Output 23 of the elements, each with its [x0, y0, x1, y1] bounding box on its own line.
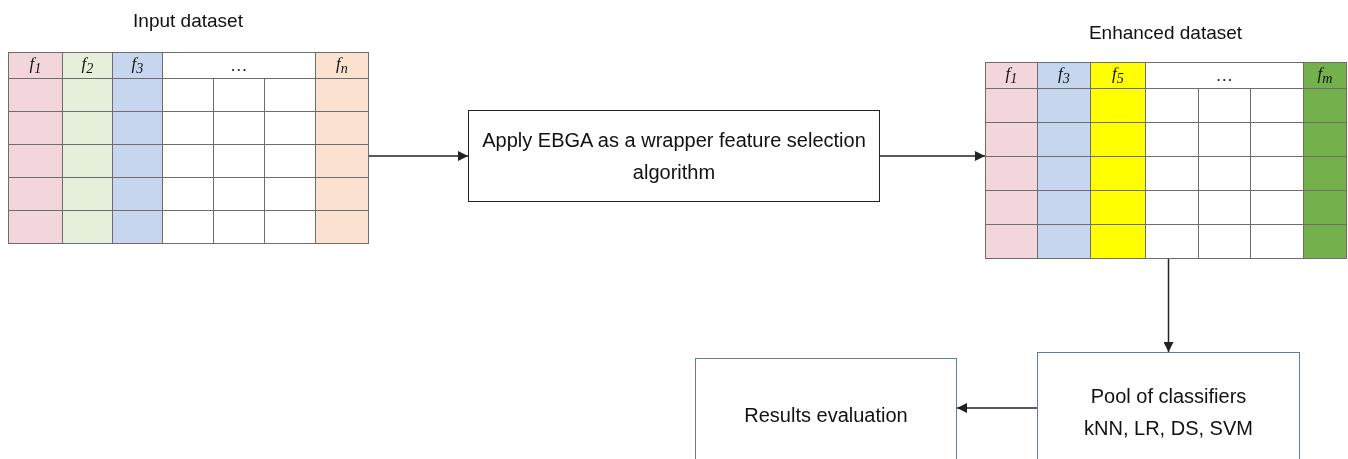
- arrow: [1163, 257, 1174, 353]
- column-header: f$_{n}$: [315, 52, 369, 79]
- table-heading: Enhanced dataset: [1087, 22, 1244, 44]
- arrow: [879, 151, 986, 161]
- box-text: Results evaluation: [744, 403, 908, 428]
- process-box: [468, 110, 880, 202]
- box-text: Pool of classifiers: [1090, 384, 1247, 409]
- process-box: [1037, 352, 1300, 459]
- column-header: f$_{1}$: [8, 52, 63, 79]
- column-header: f$_{5}$: [1090, 62, 1146, 89]
- column-header: …: [162, 52, 316, 79]
- column-header: f$_{3}$: [112, 52, 163, 79]
- process-box: [695, 358, 957, 459]
- column-header: …: [1145, 62, 1304, 89]
- table-heading: Input dataset: [132, 10, 244, 32]
- arrow: [367, 151, 469, 161]
- column-header: f$_{1}$: [985, 62, 1038, 89]
- box-text: Apply EBGA as a wrapper feature selection algorithm: [481, 128, 867, 185]
- column-header: f$_{3}$: [1037, 62, 1091, 89]
- arrow: [956, 403, 1038, 413]
- column-header: f$_{m}$: [1303, 62, 1347, 89]
- box-text: kNN, LR, DS, SVM: [1084, 416, 1253, 441]
- column-header: f$_{2}$: [62, 52, 113, 79]
